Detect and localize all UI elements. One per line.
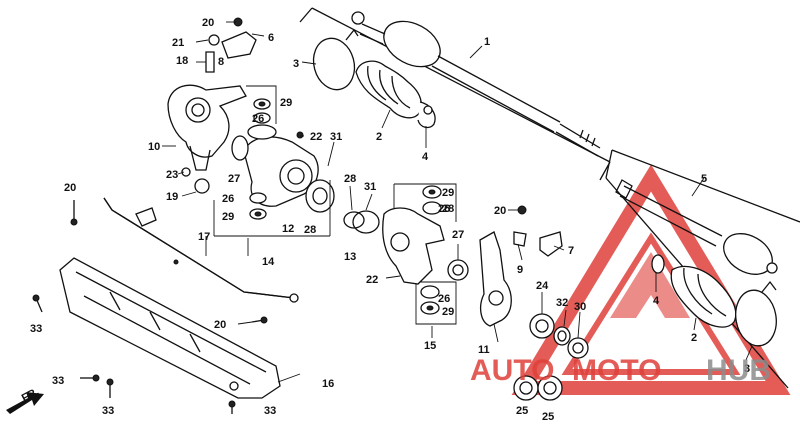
callout-29: 29 [442,187,454,199]
steering-knuckle-left [167,17,335,256]
callout-17: 17 [198,231,210,243]
steering-knuckle-right [343,183,563,338]
callout-23: 23 [166,169,178,181]
callout-11: 11 [478,344,490,356]
callout-19: 19 [166,191,178,203]
watermark-word-2: MOTO [572,354,661,387]
callout-32: 32 [556,297,568,309]
callout-28: 28 [304,224,316,236]
callout-21: 21 [172,37,184,49]
callout-7: 7 [568,245,574,257]
watermark-word-3: HUB [706,354,771,387]
callout-33: 33 [264,405,276,417]
callout-3: 3 [744,363,750,375]
callout-27: 27 [452,229,464,241]
callout-25: 25 [542,411,554,423]
callout-2: 2 [376,131,382,143]
callout-3: 3 [293,58,299,70]
callout-4: 4 [653,295,660,307]
skid-plate [59,257,281,399]
callout-1: 1 [484,36,490,48]
driveshaft-upper [299,7,611,181]
callout-31: 31 [330,131,342,143]
callout-20: 20 [214,319,226,331]
callout-5: 5 [701,173,707,185]
callout-22: 22 [310,131,322,143]
callout-20: 20 [64,182,76,194]
callout-20: 20 [494,205,506,217]
callout-6: 6 [268,32,274,44]
callout-29: 29 [442,306,454,318]
callout-33: 33 [102,405,114,417]
callout-26: 26 [252,113,264,125]
callout-26: 26 [438,293,450,305]
callout-10: 10 [148,141,160,153]
callout-24: 24 [536,280,549,292]
leader-lines [162,21,753,383]
callout-29: 29 [280,97,292,109]
callout-14: 14 [262,256,275,268]
callout-16: 16 [322,378,334,390]
callout-26: 26 [438,203,450,215]
part-callouts: 1 2 3 4 5 2 3 4 6 7 8 9 10 11 12 13 14 1… [30,17,750,423]
hub-bearings [513,313,589,401]
callout-18: 18 [176,55,188,67]
callout-31: 31 [364,181,376,193]
callout-4: 4 [422,151,429,163]
watermark-text: AUTO MOTO HUB [470,354,771,387]
driveshaft-lower [605,149,800,389]
callout-33: 33 [30,323,42,335]
callout-9: 9 [517,264,523,276]
callout-13: 13 [344,251,356,263]
watermark-word-1: AUTO [470,354,554,387]
callout-12: 12 [282,223,294,235]
callout-26: 26 [222,193,234,205]
callout-2: 2 [691,332,697,344]
callout-28: 28 [442,203,454,215]
stabilizer-bar [103,197,299,303]
callout-25: 25 [516,405,528,417]
callout-33: 33 [52,375,64,387]
callout-27: 27 [228,173,240,185]
callout-15: 15 [424,340,436,352]
callout-20: 20 [202,17,214,29]
callout-29: 29 [222,211,234,223]
callout-30: 30 [574,301,586,313]
fasteners [32,200,268,414]
direction-label: FR. [20,386,41,405]
callout-28: 28 [344,173,356,185]
callout-8: 8 [218,56,224,68]
front-direction-arrow [6,392,44,414]
callout-22: 22 [366,274,378,286]
